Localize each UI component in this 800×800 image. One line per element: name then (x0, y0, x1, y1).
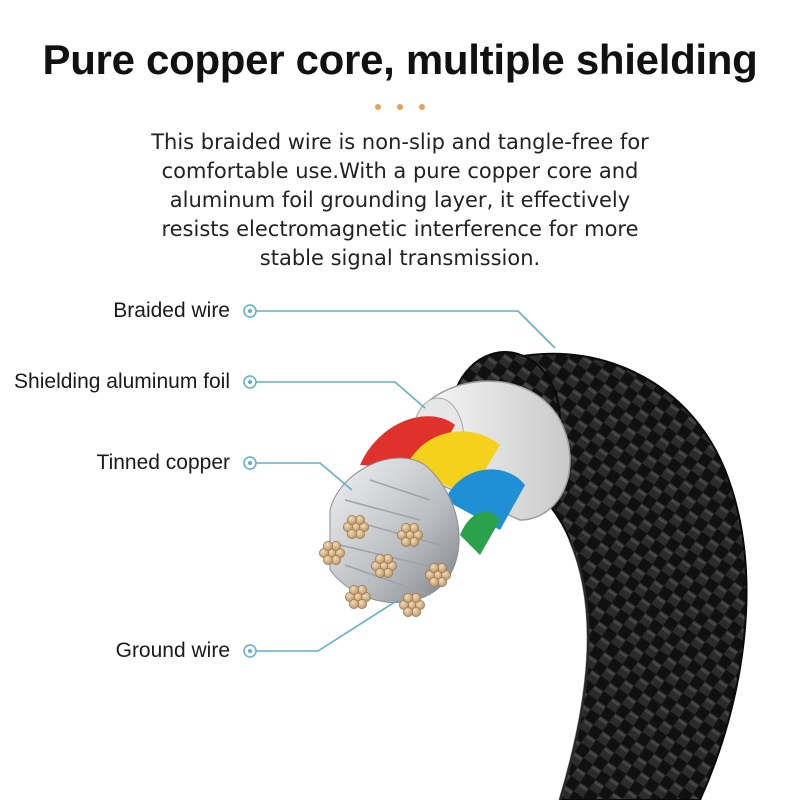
leader-line-foil (256, 381, 426, 409)
copper-strand-bundle (370, 554, 397, 579)
copper-strand-bundle (342, 515, 369, 540)
description-line: This braided wire is non-slip and tangle… (151, 130, 649, 154)
target-icon (243, 375, 257, 389)
leader-line-braided (256, 310, 556, 349)
label-shielding-aluminum-foil: Shielding aluminum foil (14, 370, 230, 393)
dot-icon (375, 104, 381, 110)
description-line: resists electromagnetic interference for… (161, 217, 639, 241)
copper-strand-bundle (344, 585, 371, 610)
copper-strand-bundle (318, 541, 345, 566)
callout-markers (243, 304, 257, 658)
page-title: Pure copper core, multiple shielding (42, 36, 758, 83)
target-icon (243, 304, 257, 318)
description-line: comfortable use.With a pure copper core … (161, 159, 639, 183)
label-ground-wire: Ground wire (115, 639, 230, 662)
target-icon (243, 456, 257, 470)
copper-strand-bundle (396, 523, 423, 548)
label-tinned-copper: Tinned copper (96, 451, 230, 474)
copper-strand-ends (318, 515, 451, 618)
dot-icon (419, 104, 425, 110)
leader-line-ground (256, 599, 399, 652)
description-line: stable signal transmission. (259, 246, 541, 270)
description: This braided wire is non-slip and tangle… (100, 128, 700, 273)
dot-icon (397, 104, 403, 110)
copper-strand-bundle (398, 593, 425, 618)
description-line: aluminum foil grounding layer, it effect… (169, 188, 631, 212)
leader-line-tinned (256, 462, 353, 491)
target-icon (243, 644, 257, 658)
label-braided-wire: Braided wire (113, 299, 230, 322)
leader-lines (256, 310, 556, 652)
decorative-dots (0, 104, 800, 110)
copper-strand-bundle (424, 563, 451, 588)
